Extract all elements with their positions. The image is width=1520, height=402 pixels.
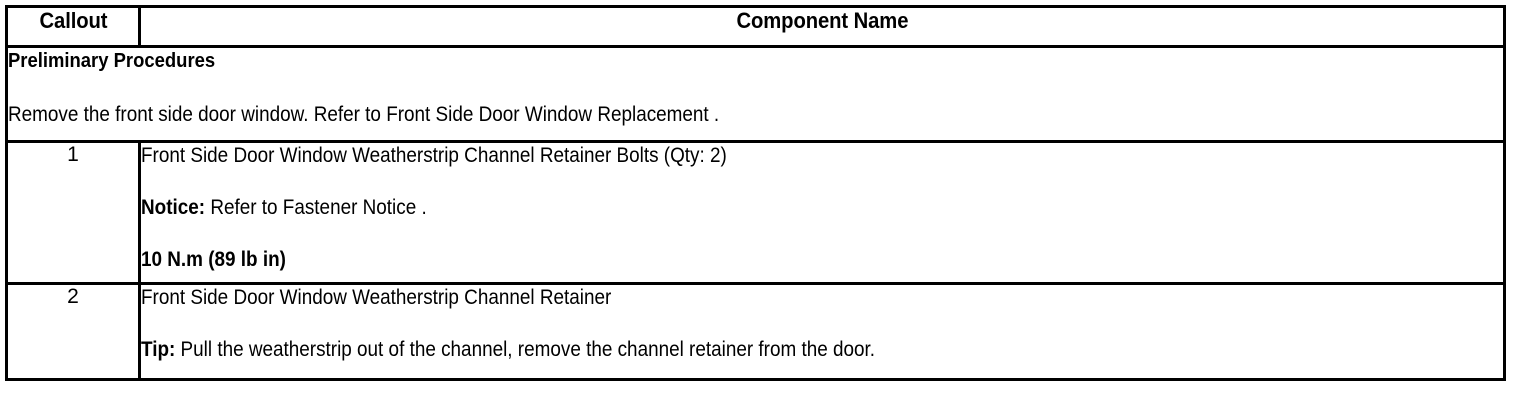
column-header-component-name-label: Component Name — [736, 8, 908, 33]
component-callout-table: Callout Component Name Preliminary Proce… — [5, 5, 1506, 381]
callout-number: 2 — [5, 282, 141, 381]
table-row: 1 Front Side Door Window Weatherstrip Ch… — [5, 140, 1506, 285]
column-header-callout: Callout — [10, 5, 136, 48]
tip-text: Pull the weatherstrip out of the channel… — [175, 338, 876, 361]
preliminary-procedures-text: Remove the front side door window. Refer… — [8, 103, 720, 126]
component-description-cell: Front Side Door Window Weatherstrip Chan… — [138, 282, 1506, 381]
component-description-cell: Front Side Door Window Weatherstrip Chan… — [138, 140, 1506, 285]
table-row: 2 Front Side Door Window Weatherstrip Ch… — [5, 282, 1506, 381]
column-header-component-name: Component Name — [138, 5, 1506, 48]
torque-spec-value: 10 N.m (89 lb in) — [141, 248, 286, 271]
preliminary-procedures-cell: Preliminary Procedures Remove the front … — [5, 45, 1506, 143]
callout-number: 1 — [5, 140, 141, 285]
preliminary-procedures-title: Preliminary Procedures — [8, 49, 216, 72]
component-name-line: Front Side Door Window Weatherstrip Chan… — [141, 143, 1367, 169]
tip-line: Tip: Pull the weatherstrip out of the ch… — [141, 337, 1367, 363]
tip-label: Tip: — [141, 338, 176, 361]
torque-spec-line: 10 N.m (89 lb in) — [141, 247, 1367, 273]
component-name-line: Front Side Door Window Weatherstrip Chan… — [141, 285, 1367, 311]
notice-label: Notice: — [141, 196, 206, 219]
notice-text: Refer to Fastener Notice . — [205, 196, 427, 219]
notice-line: Notice: Refer to Fastener Notice . — [141, 195, 1367, 221]
component-name-text: Front Side Door Window Weatherstrip Chan… — [141, 144, 727, 167]
component-name-text: Front Side Door Window Weatherstrip Chan… — [141, 286, 612, 309]
table-header-row: Callout Component Name — [7, 5, 1506, 48]
preliminary-procedures-row: Preliminary Procedures Remove the front … — [5, 45, 1506, 143]
